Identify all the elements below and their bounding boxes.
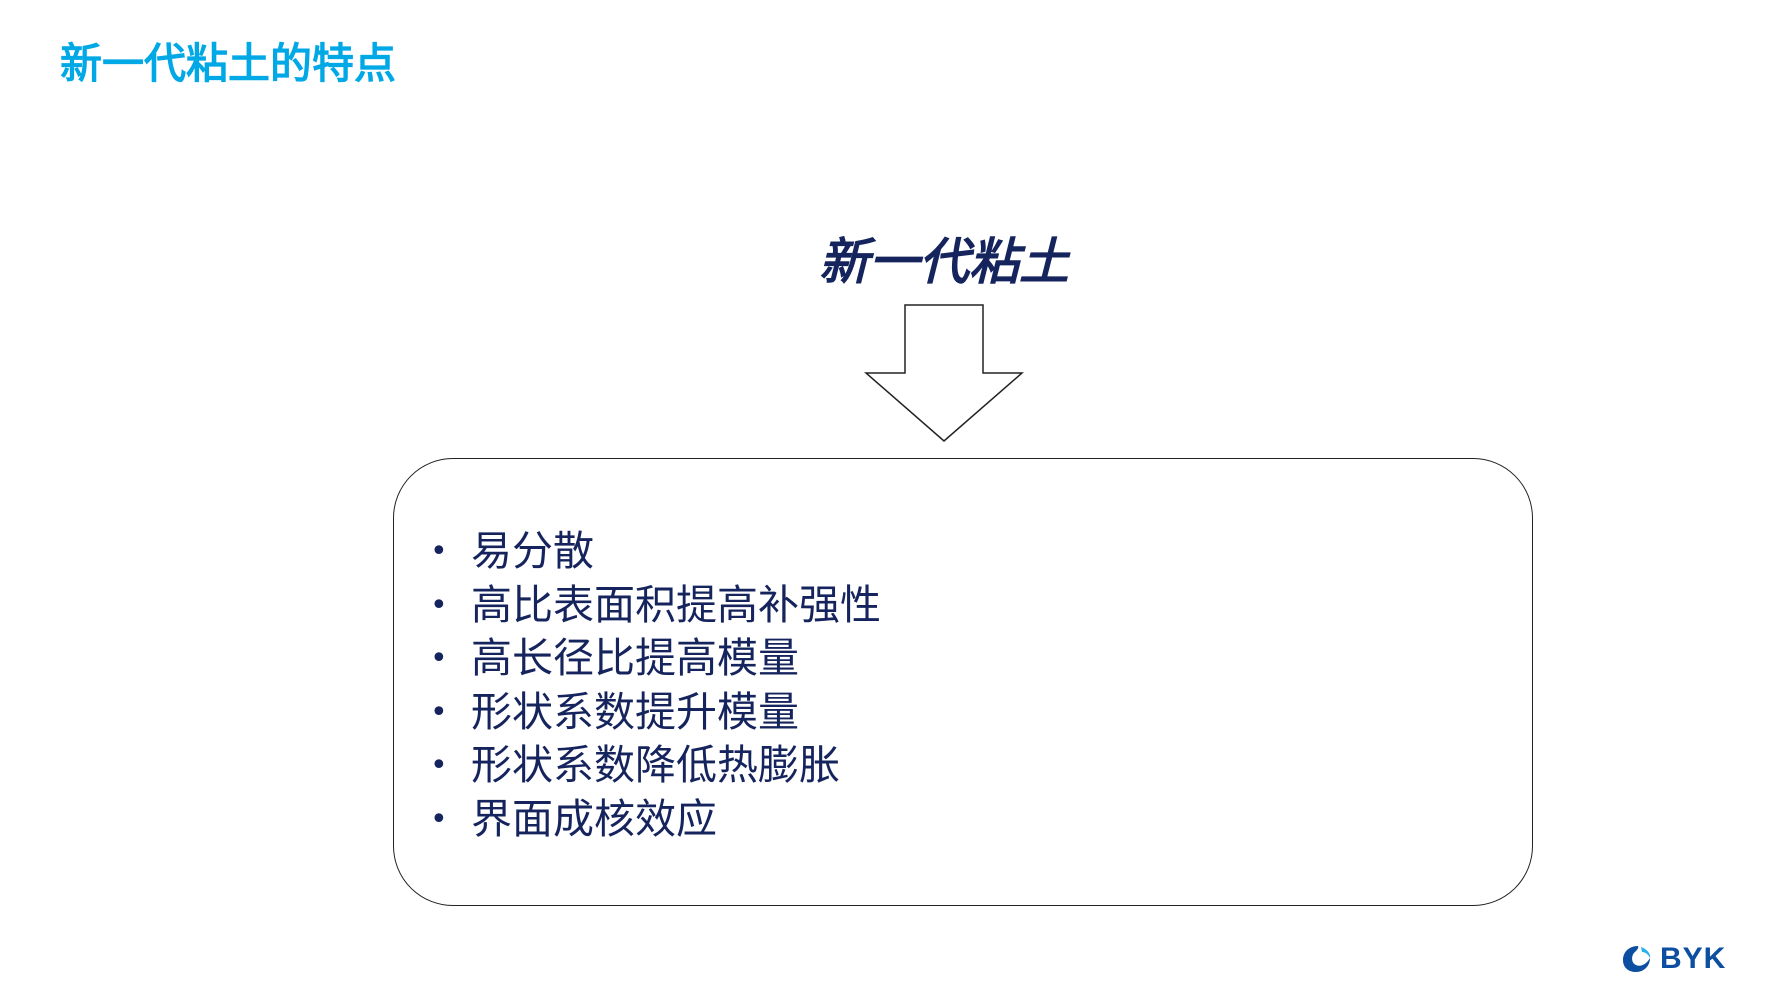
- bullet-icon: •: [430, 801, 448, 837]
- features-list: • 易分散 • 高比表面积提高补强性 • 高长径比提高模量 • 形状系数提升模量 • 形状…: [430, 525, 881, 847]
- list-item: • 形状系数提升模量: [430, 686, 881, 740]
- list-item: • 界面成核效应: [430, 793, 881, 847]
- slide-title: 新一代粘土的特点: [60, 39, 397, 88]
- feature-text: 形状系数降低热膨胀: [471, 741, 840, 790]
- list-item: • 形状系数降低热膨胀: [430, 739, 881, 793]
- feature-text: 高长径比提高模量: [471, 634, 799, 683]
- bullet-icon: •: [430, 748, 448, 784]
- byk-logo: BYK: [1622, 942, 1726, 976]
- bullet-icon: •: [430, 694, 448, 730]
- features-box: [393, 458, 1533, 906]
- list-item: • 高比表面积提高补强性: [430, 579, 881, 633]
- feature-text: 形状系数提升模量: [471, 687, 799, 736]
- byk-logo-icon: [1623, 946, 1651, 972]
- list-item: • 高长径比提高模量: [430, 632, 881, 686]
- list-item: • 易分散: [430, 525, 881, 579]
- feature-text: 界面成核效应: [471, 794, 717, 843]
- logo-text: BYK: [1660, 942, 1727, 975]
- slide-subtitle: 新一代粘土: [819, 233, 1069, 291]
- bullet-icon: •: [430, 587, 448, 623]
- bullet-icon: •: [430, 534, 448, 569]
- bullet-icon: •: [430, 641, 448, 677]
- feature-text: 高比表面积提高补强性: [471, 580, 881, 629]
- feature-text: 易分散: [471, 527, 594, 575]
